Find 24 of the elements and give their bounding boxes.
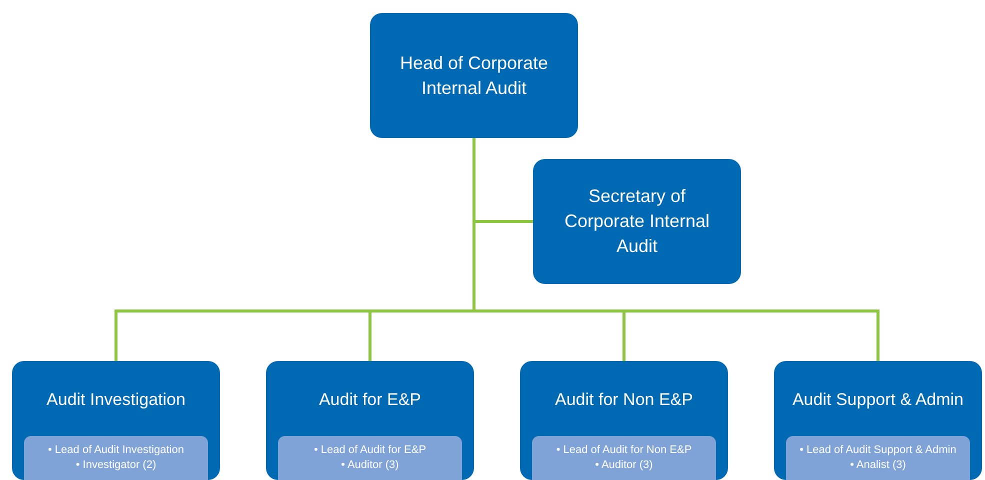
box-title: Head of Corporate Internal Audit: [398, 52, 550, 100]
role-item: • Lead of Audit for E&P: [314, 443, 426, 458]
box-title: Audit for E&P: [318, 389, 422, 411]
box-title: Secretary of Corporate Internal Audit: [563, 185, 711, 258]
role-list-box: [786, 436, 970, 480]
role-item: • Lead of Audit Investigation: [48, 443, 184, 458]
position-box: [370, 13, 578, 138]
role-list-box: [532, 436, 716, 480]
department-box: [266, 361, 474, 480]
role-item: • Analist (3): [850, 458, 906, 473]
role-list-box: [278, 436, 462, 480]
box-title: Audit for Non E&P: [555, 389, 693, 411]
department-box: [12, 361, 220, 480]
position-box: [533, 159, 741, 284]
department-box: [774, 361, 982, 480]
role-list-box: [24, 436, 208, 480]
role-item: • Lead of Audit for Non E&P: [556, 443, 692, 458]
box-title: Audit Support & Admin: [792, 389, 964, 411]
role-item: • Auditor (3): [341, 458, 399, 473]
role-item: • Lead of Audit Support & Admin: [800, 443, 956, 458]
role-item: • Investigator (2): [76, 458, 156, 473]
department-box: [520, 361, 728, 480]
box-title: Audit Investigation: [46, 389, 186, 411]
role-item: • Auditor (3): [595, 458, 653, 473]
